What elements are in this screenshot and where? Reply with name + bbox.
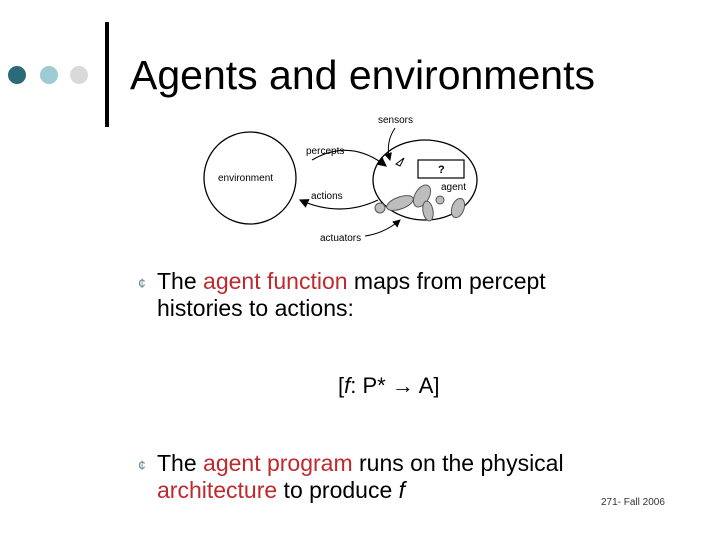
actuators-pointer	[364, 219, 401, 237]
percepts-label: percepts	[306, 146, 344, 157]
bullet-marker-2: ¢	[138, 457, 146, 473]
bullet2-part-a: The	[157, 450, 204, 476]
slide-title: Agents and environments	[130, 52, 595, 98]
bullet1-part-c: histories to actions:	[157, 295, 354, 321]
formula: [f: P* → A]	[338, 373, 440, 399]
environment-circle	[203, 131, 297, 225]
actions-arrow	[298, 199, 379, 210]
bullet-marker-1: ¢	[138, 275, 146, 291]
dot-light	[70, 66, 88, 84]
title-divider	[105, 22, 109, 127]
sensors-pointer	[384, 127, 396, 161]
percepts-arrow	[311, 149, 387, 167]
bullet2-part-b: runs on the physical	[352, 450, 564, 476]
formula-f: f	[344, 373, 351, 398]
dot-mid	[40, 66, 58, 84]
actuators-label: actuators	[320, 233, 361, 244]
agent-function-term: agent function	[203, 268, 348, 294]
actions-label: actions	[311, 191, 343, 202]
bullet-text-2: The agent program runs on the physical a…	[157, 450, 564, 504]
bullet1-part-a: The	[157, 268, 204, 294]
formula-rest: : P*	[350, 373, 392, 398]
architecture-term: architecture	[157, 477, 278, 503]
bullet2-part-c: to produce	[277, 477, 399, 503]
agent-ellipse	[372, 139, 478, 221]
formula-end: A]	[413, 373, 440, 398]
robot-arm-icon	[374, 184, 466, 222]
agent-function-box	[417, 159, 465, 179]
bullet1-part-b: maps from percept	[347, 268, 546, 294]
bullet-text-1: The agent function maps from percept his…	[157, 268, 546, 322]
formula-open: [	[338, 373, 345, 398]
slide-footer: 271- Fall 2006	[601, 497, 665, 508]
agent-program-term: agent program	[203, 450, 353, 476]
dot-dark	[8, 66, 26, 84]
box-label: ?	[438, 164, 445, 176]
arrow-icon: →	[391, 373, 414, 398]
sensors-label: sensors	[378, 115, 413, 126]
agent-environment-diagram: ? environment percepts actions sensors a…	[203, 115, 478, 244]
environment-label: environment	[218, 173, 273, 184]
agent-label: agent	[441, 182, 466, 193]
bullet2-f: f	[398, 477, 406, 503]
sensor-eye	[395, 157, 405, 167]
